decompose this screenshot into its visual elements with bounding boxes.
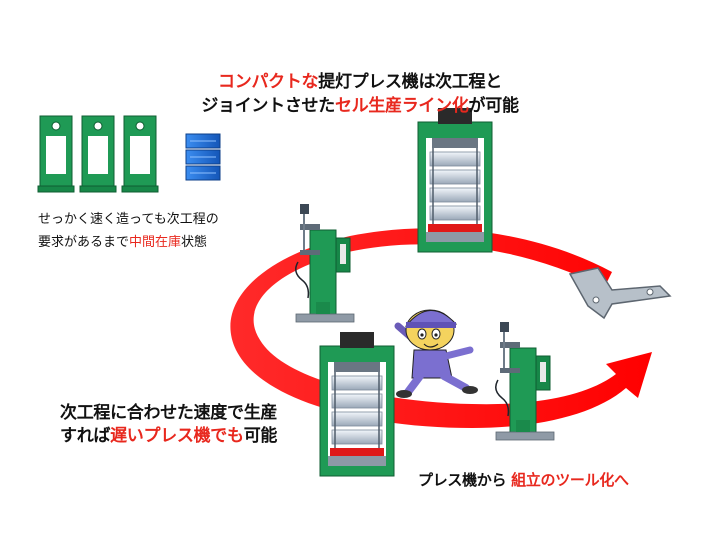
running-worker-icon bbox=[394, 309, 478, 398]
top-caption-line1: コンパクトな提灯プレス機は次工程と bbox=[218, 72, 502, 92]
metal-bracket-icon bbox=[568, 267, 672, 320]
top-caption: コンパクトな提灯プレス機は次工程と ジョイントさせたセル生産ライン化が可能 bbox=[0, 70, 720, 118]
press-machine-icon bbox=[37, 115, 159, 193]
inventory-caption: せっかく速く造っても次工程の 要求があるまで中間在庫状態 bbox=[38, 208, 219, 254]
lantern-press-icon bbox=[417, 107, 493, 253]
inventory-caption-line1: せっかく速く造っても次工程の bbox=[38, 212, 219, 227]
lantern-press-icon bbox=[319, 331, 395, 477]
stacked-bins-icon bbox=[185, 133, 221, 181]
speed-caption-line2: すれば遅いプレス機でも可能 bbox=[60, 426, 278, 446]
speed-caption: 次工程に合わせた速度で生産 すれば遅いプレス機でも可能 bbox=[60, 402, 277, 448]
inventory-caption-line2: 要求があるまで中間在庫状態 bbox=[38, 235, 208, 250]
tooling-caption: プレス機から 組立のツール化へ bbox=[418, 471, 629, 489]
top-caption-line2: ジョイントさせたセル生産ライン化が可能 bbox=[201, 96, 519, 116]
speed-caption-line1: 次工程に合わせた速度で生産 bbox=[60, 403, 278, 423]
